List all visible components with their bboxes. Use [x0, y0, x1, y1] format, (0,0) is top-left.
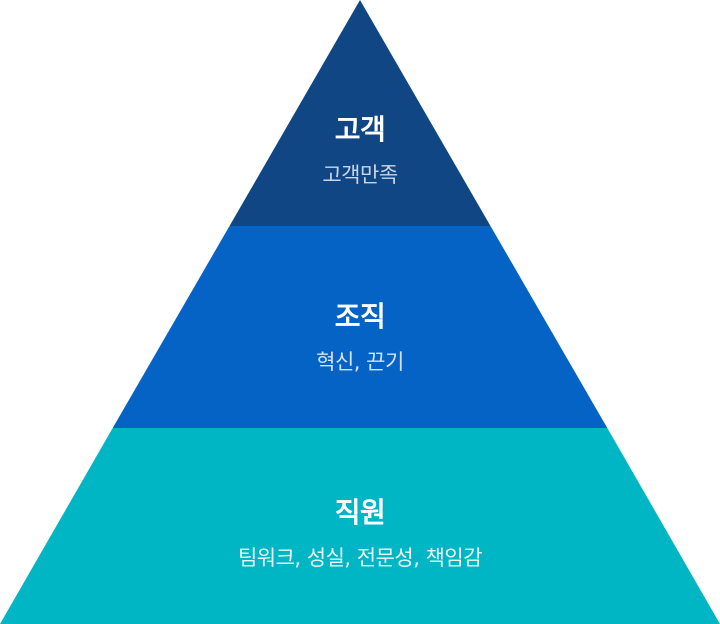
tier-employee: 직원 팀워크, 성실, 전문성, 책임감: [0, 496, 720, 572]
tier-title: 직원: [334, 496, 386, 529]
pyramid-tier-bottom: [0, 428, 720, 624]
pyramid-tier-top: [229, 0, 491, 226]
tier-organization: 조직 혁신, 끈기: [0, 300, 720, 376]
tier-description: 혁신, 끈기: [316, 350, 404, 374]
tier-customer: 고객 고객만족: [0, 113, 720, 189]
tier-description: 고객만족: [322, 163, 398, 187]
tier-title: 조직: [334, 300, 386, 333]
tier-title: 고객: [334, 113, 386, 146]
pyramid-tier-middle: [112, 226, 608, 428]
tier-description: 팀워크, 성실, 전문성, 책임감: [237, 546, 483, 570]
